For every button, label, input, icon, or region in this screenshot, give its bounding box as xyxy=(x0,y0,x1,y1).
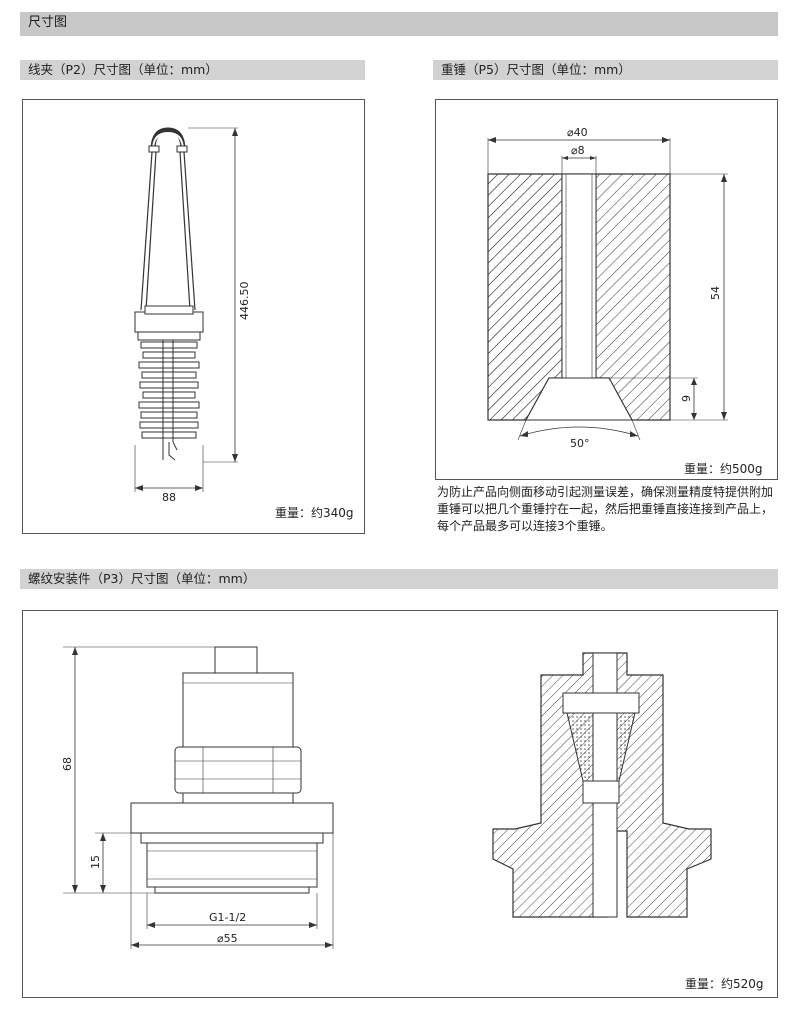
p3-title: 螺纹安装件（P3）尺寸图（单位：mm） xyxy=(28,571,256,586)
p3-thread-height-dim: 15 xyxy=(89,855,102,869)
p5-note: 为防止产品向侧面移动引起测量误差，确保测量精度特提供附加重锤可以把几个重锤拧在一… xyxy=(437,485,774,533)
p3-drawing-panel: 68 15 G1-1/2 ⌀55 重量：约520g xyxy=(22,610,778,998)
p5-weight: 重量：约500g xyxy=(684,462,763,476)
p2-width-dim: 88 xyxy=(162,491,176,504)
p3-thread-dim: G1-1/2 xyxy=(209,911,246,924)
p5-small-dim: 9 xyxy=(680,395,693,402)
p5-title: 重锤（P5）尺寸图（单位：mm） xyxy=(441,62,631,77)
p3-height-dim: 68 xyxy=(61,757,74,771)
p5-weight-drawing: ⌀40 ⌀8 54 9 50° xyxy=(487,126,728,450)
p2-title: 线夹（P2）尺寸图（单位：mm） xyxy=(28,62,218,77)
p2-clamp-drawing: 446.50 88 xyxy=(134,127,251,504)
p3-diameter-dim: ⌀55 xyxy=(217,932,238,945)
section-header: 尺寸图 xyxy=(20,12,778,36)
p5-drawing-panel: ⌀40 ⌀8 54 9 50° 重量：约500g xyxy=(435,99,778,480)
p2-drawing-panel: 446.50 88 重量：约340g xyxy=(22,99,365,534)
section-title: 尺寸图 xyxy=(28,15,68,30)
p3-title-bar: 螺纹安装件（P3）尺寸图（单位：mm） xyxy=(20,569,778,589)
p5-angle-dim: 50° xyxy=(570,437,590,450)
p5-title-bar: 重锤（P5）尺寸图（单位：mm） xyxy=(433,60,778,80)
p5-outer-dim: ⌀40 xyxy=(567,126,588,139)
p3-fitting-drawing: 68 15 G1-1/2 ⌀55 xyxy=(61,646,712,949)
p2-height-dim: 446.50 xyxy=(238,282,251,321)
p3-weight: 重量：约520g xyxy=(685,977,764,991)
p5-inner-dim: ⌀8 xyxy=(571,144,585,157)
p5-height-dim: 54 xyxy=(709,286,722,300)
p2-title-bar: 线夹（P2）尺寸图（单位：mm） xyxy=(20,60,365,80)
p2-weight: 重量：约340g xyxy=(275,506,354,520)
